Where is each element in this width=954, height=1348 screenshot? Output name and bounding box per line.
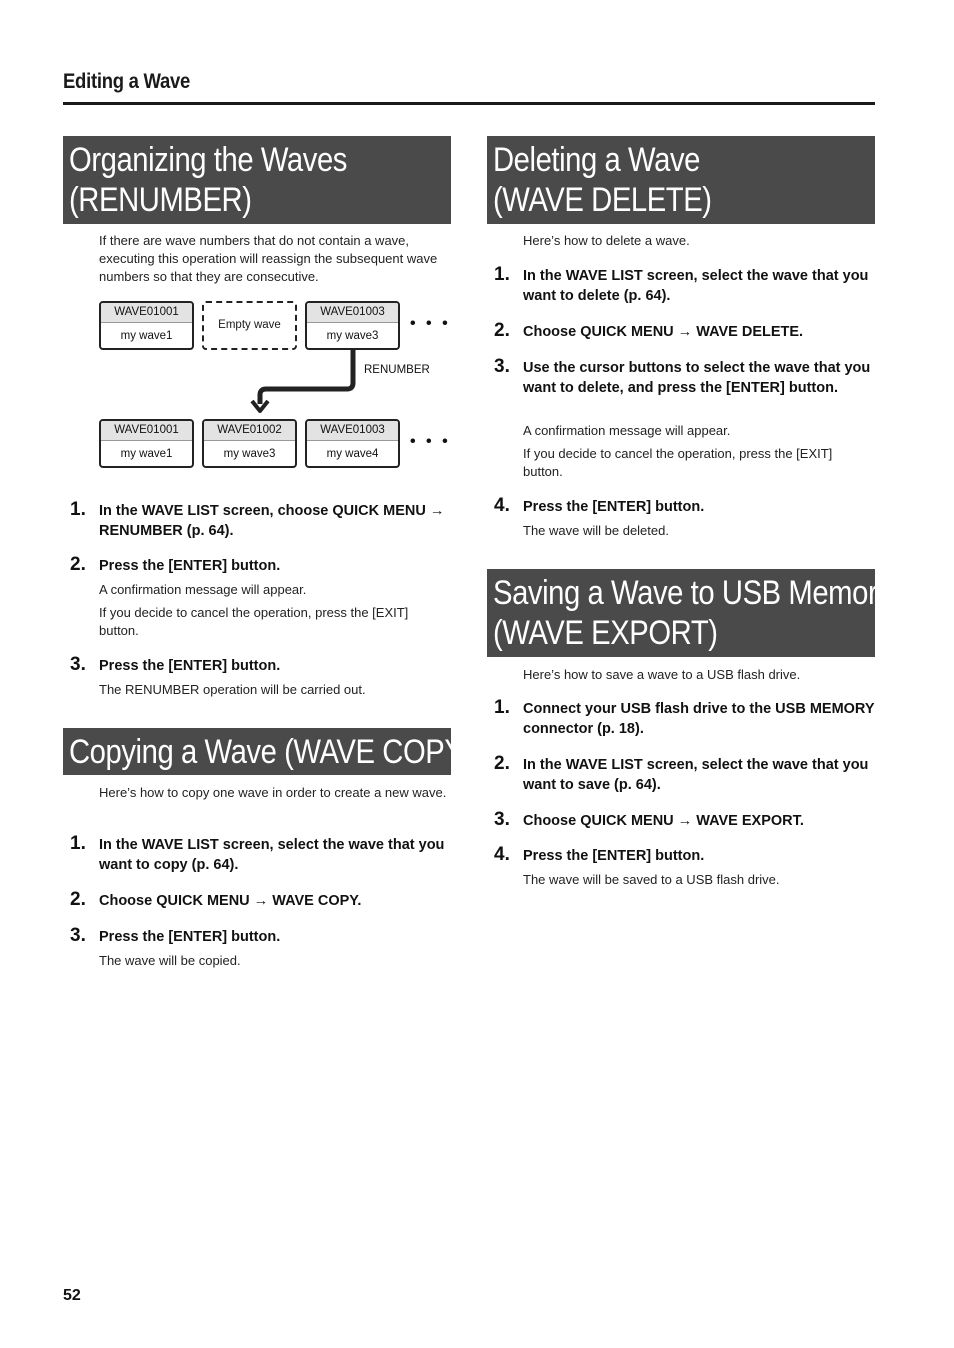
left-column: Organizing the Waves (RENUMBER) If there… <box>63 0 473 1000</box>
copy-step-1-number: 1. <box>70 833 86 854</box>
wave-name: my wave3 <box>326 330 379 342</box>
renumber-step-2-text: Press the [ENTER] button. <box>99 558 281 574</box>
delete-step-2-number: 2. <box>494 320 510 341</box>
renumber-step-1-text: In the WAVE LIST screen, choose QUICK ME… <box>99 503 445 539</box>
copy-step-2-text: Choose QUICK MENU → WAVE COPY. <box>99 893 362 909</box>
renumber-title-line1: Organizing the Waves <box>69 141 347 179</box>
delete-step-4-note-1: The wave will be deleted. <box>523 523 669 538</box>
delete-step-1-text: In the WAVE LIST screen, select the wave… <box>523 268 869 304</box>
wave-name: my wave3 <box>223 448 276 460</box>
renumber-intro: If there are wave numbers that do not co… <box>99 233 438 284</box>
renumber-step-1-number: 1. <box>70 499 86 520</box>
ellipsis-before: • • • <box>410 315 451 332</box>
copy-step-2-number: 2. <box>70 889 86 910</box>
wave-name: my wave4 <box>326 448 379 460</box>
renumber-heading: Organizing the Waves (RENUMBER) <box>63 136 451 224</box>
copy-step-3-text: Press the [ENTER] button. <box>99 929 281 945</box>
copy-step-1-text: In the WAVE LIST screen, select the wave… <box>99 837 445 873</box>
renumber-arrow-label: RENUMBER <box>364 364 430 376</box>
renumber-step-2-number: 2. <box>70 554 86 575</box>
wave-name: my wave1 <box>120 330 173 342</box>
wave-id: WAVE01003 <box>307 421 398 441</box>
delete-step-3-number: 3. <box>494 356 510 377</box>
delete-step-4-text: Press the [ENTER] button. <box>523 499 705 515</box>
ellipsis-after: • • • <box>410 433 451 450</box>
page-number: 52 <box>63 1287 81 1304</box>
copy-intro: Here’s how to copy one wave in order to … <box>99 785 447 800</box>
export-step-1-number: 1. <box>494 697 510 718</box>
export-step-1-text: Connect your USB flash drive to the USB … <box>523 701 875 737</box>
delete-step-4-number: 4. <box>494 495 510 516</box>
export-title-line1: Saving a Wave to USB Memory <box>493 574 892 612</box>
delete-step-3-text: Use the cursor buttons to select the wav… <box>523 360 871 396</box>
copy-title: Copying a Wave (WAVE COPY) <box>69 733 473 771</box>
delete-step-1-number: 1. <box>494 264 510 285</box>
renumber-step-3-text: Press the [ENTER] button. <box>99 658 281 674</box>
copy-step-3-note-1: The wave will be copied. <box>99 953 241 968</box>
wave-id: WAVE01003 <box>307 303 398 323</box>
export-intro: Here’s how to save a wave to a USB flash… <box>523 667 801 682</box>
right-column: Deleting a Wave (WAVE DELETE) Here’s how… <box>487 0 892 1000</box>
empty-wave-box: Empty wave <box>202 301 297 350</box>
export-step-4-text: Press the [ENTER] button. <box>523 848 705 864</box>
export-step-4-note-1: The wave will be saved to a USB flash dr… <box>523 872 780 887</box>
delete-step-2-text: Choose QUICK MENU → WAVE DELETE. <box>523 324 804 340</box>
wave-name: my wave1 <box>120 448 173 460</box>
wave-box-after-2: WAVE01002 my wave3 <box>202 419 297 468</box>
export-title-line2: (WAVE EXPORT) <box>493 614 718 652</box>
renumber-step-3-number: 3. <box>70 654 86 675</box>
wave-box-before-1: WAVE01001 my wave1 <box>99 301 194 350</box>
export-step-4-number: 4. <box>494 844 510 865</box>
wave-id: WAVE01001 <box>101 421 192 441</box>
delete-step-3-note-1: A confirmation message will appear. <box>523 423 731 438</box>
renumber-step-2-note-2: If you decide to cancel the operation, p… <box>99 605 409 638</box>
wave-box-after-3: WAVE01003 my wave4 <box>305 419 400 468</box>
delete-title-line2: (WAVE DELETE) <box>493 181 712 219</box>
copy-heading: Copying a Wave (WAVE COPY) <box>63 728 473 775</box>
section-header: Editing a Wave <box>63 70 191 93</box>
export-step-2-text: In the WAVE LIST screen, select the wave… <box>523 757 869 793</box>
export-step-2-number: 2. <box>494 753 510 774</box>
export-step-3-text: Choose QUICK MENU → WAVE EXPORT. <box>523 813 804 829</box>
wave-box-after-1: WAVE01001 my wave1 <box>99 419 194 468</box>
delete-title-line1: Deleting a Wave <box>493 141 701 179</box>
export-heading: Saving a Wave to USB Memory (WAVE EXPORT… <box>487 569 892 657</box>
renumber-title-line2: (RENUMBER) <box>69 181 252 219</box>
renumber-diagram: WAVE01001 my wave1 Empty wave WAVE01003 … <box>99 301 451 476</box>
export-step-3-number: 3. <box>494 809 510 830</box>
header-rule <box>63 102 875 105</box>
wave-id: WAVE01001 <box>101 303 192 323</box>
delete-intro: Here’s how to delete a wave. <box>523 233 690 248</box>
delete-heading: Deleting a Wave (WAVE DELETE) <box>487 136 875 224</box>
empty-wave-label: Empty wave <box>218 319 281 331</box>
wave-id: WAVE01002 <box>204 421 295 441</box>
renumber-arrow-icon <box>250 350 356 413</box>
delete-step-3-note-2: If you decide to cancel the operation, p… <box>523 446 833 479</box>
copy-step-3-number: 3. <box>70 925 86 946</box>
renumber-step-3-note-1: The RENUMBER operation will be carried o… <box>99 682 366 697</box>
wave-box-before-3: WAVE01003 my wave3 <box>305 301 400 350</box>
renumber-step-2-note-1: A confirmation message will appear. <box>99 582 307 597</box>
